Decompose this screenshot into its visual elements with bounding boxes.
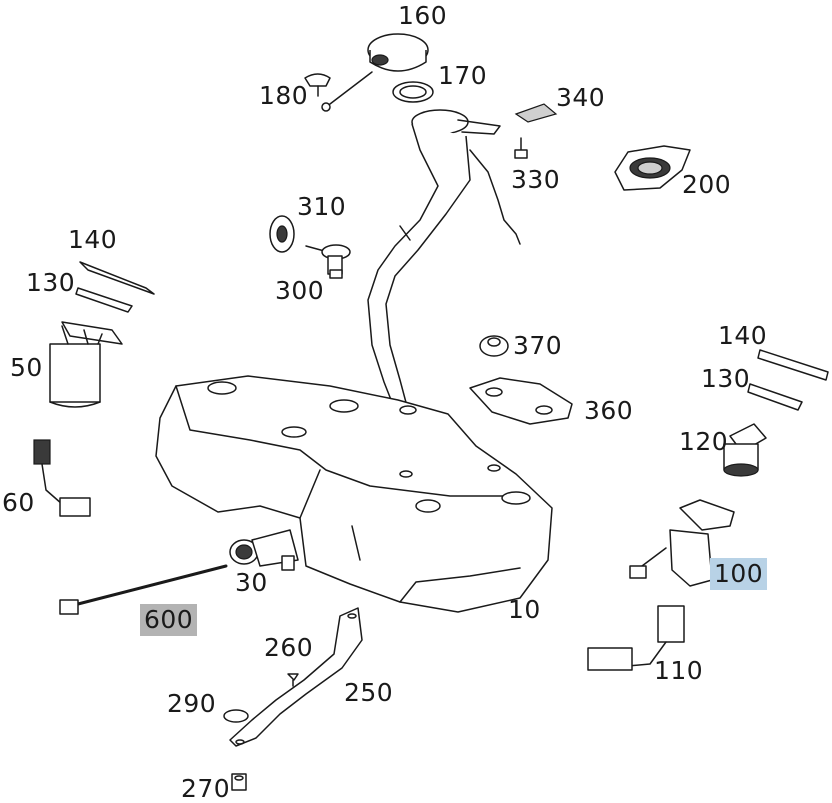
part-10-fuel-tank: [155, 375, 553, 613]
callout-300: 300: [275, 276, 325, 305]
part-370-nut: [479, 335, 509, 357]
part-260-screw: [287, 673, 299, 687]
callout-100-highlighted: 100: [710, 558, 768, 590]
callout-260: 260: [264, 633, 314, 662]
part-310-ring: [269, 215, 295, 253]
part-330-bolt: [514, 137, 528, 159]
part-270-nut: [231, 773, 247, 791]
part-180-clip: [304, 73, 331, 97]
callout-360: 360: [584, 396, 634, 425]
callout-270: 270: [181, 774, 231, 803]
callout-110: 110: [654, 656, 704, 685]
part-50-fuel-pump: [49, 321, 123, 408]
part-600-cable: [59, 564, 228, 615]
part-290-washer: [223, 709, 249, 723]
callout-160: 160: [398, 1, 448, 30]
callout-290: 290: [167, 689, 217, 718]
part-160-fuel-cap: [321, 33, 429, 112]
part-100-pump: [629, 499, 735, 587]
part-300-valve: [305, 244, 351, 279]
part-30-pump: [229, 529, 299, 571]
callout-60: 60: [2, 488, 35, 517]
callout-140-right: 140: [718, 321, 768, 350]
callout-370: 370: [513, 331, 563, 360]
part-360-plate: [469, 377, 573, 425]
callout-340: 340: [556, 83, 606, 112]
callout-140-left: 140: [68, 225, 118, 254]
part-120-sensor: [723, 423, 767, 477]
part-110-level-sensor: [587, 605, 685, 671]
callout-130-left: 130: [26, 268, 76, 297]
callout-170: 170: [438, 61, 488, 90]
part-200-cover: [614, 145, 691, 191]
callout-30: 30: [235, 568, 268, 597]
part-140-gasket-right: [757, 349, 829, 381]
callout-120: 120: [679, 427, 729, 456]
part-340-plate: [514, 103, 558, 123]
part-250-strap: [229, 607, 363, 747]
part-60-sender: [33, 439, 91, 517]
callout-600-highlighted: 600: [140, 604, 198, 636]
callout-200: 200: [682, 170, 732, 199]
callout-330: 330: [511, 165, 561, 194]
part-130-gasket-right: [747, 383, 803, 411]
part-170-seal-ring: [392, 81, 434, 103]
part-130-gasket-left: [75, 287, 133, 313]
callout-10: 10: [508, 595, 541, 624]
callout-130-right: 130: [701, 364, 751, 393]
callout-310: 310: [297, 192, 347, 221]
callout-250: 250: [344, 678, 394, 707]
callout-180: 180: [259, 81, 309, 110]
filler-neck: [367, 109, 521, 411]
part-140-gasket-left: [79, 261, 155, 295]
callout-50: 50: [10, 353, 43, 382]
